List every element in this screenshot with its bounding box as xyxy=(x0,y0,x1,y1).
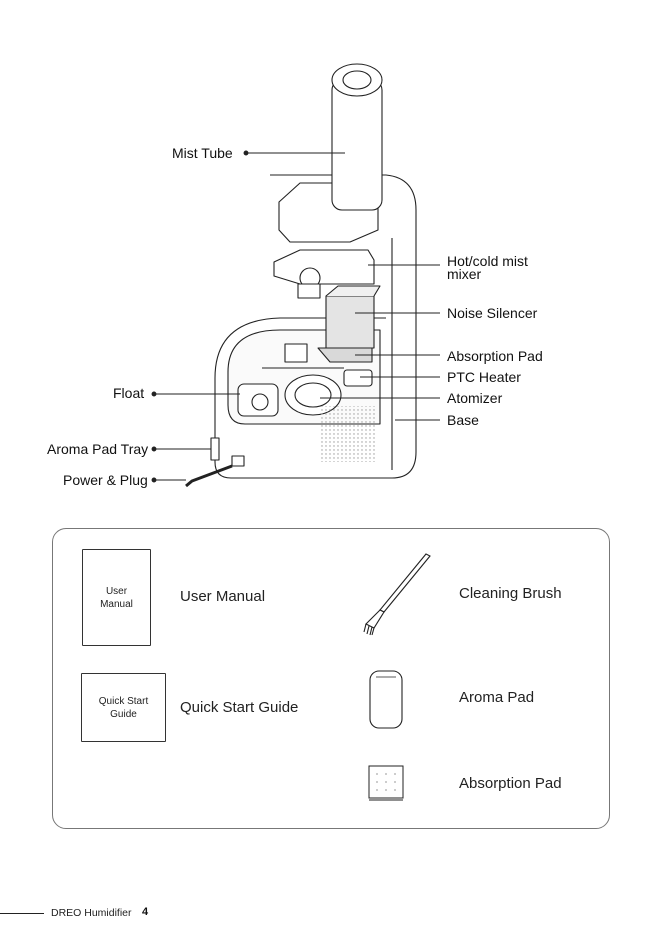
callout-ptc-heater: PTC Heater xyxy=(447,370,521,384)
footer-brand: DREO Humidifier xyxy=(51,907,132,919)
callout-mist-tube: Mist Tube xyxy=(172,146,233,160)
quick-start-label: Quick Start Guide xyxy=(180,700,298,716)
absorption-pad-label: Absorption Pad xyxy=(459,776,562,792)
callout-noise-silencer: Noise Silencer xyxy=(447,306,537,320)
cleaning-brush-icon xyxy=(360,548,440,638)
mixer-shape xyxy=(274,250,374,284)
quick-start-card: Quick Start Guide xyxy=(81,673,166,742)
callout-absorption-pad: Absorption Pad xyxy=(447,349,543,363)
footer-rule xyxy=(0,913,44,914)
aroma-pad-label: Aroma Pad xyxy=(459,690,534,706)
speaker-grille xyxy=(320,406,376,462)
mist-tube-shape xyxy=(332,80,382,210)
user-manual-card: User Manual xyxy=(82,549,151,646)
cleaning-brush-label: Cleaning Brush xyxy=(459,586,562,602)
callout-atomizer: Atomizer xyxy=(447,391,502,405)
aroma-pad-icon xyxy=(368,669,404,731)
page-number: 4 xyxy=(142,906,148,919)
callout-aroma-pad-tray: Aroma Pad Tray xyxy=(47,442,148,456)
callout-mist-mixer: Hot/cold mist mixer xyxy=(447,255,528,281)
user-manual-label: User Manual xyxy=(180,589,265,605)
callout-float: Float xyxy=(113,386,144,400)
callout-power-plug: Power & Plug xyxy=(63,473,148,487)
noise-silencer-shape xyxy=(326,296,374,348)
humidifier-exploded-diagram xyxy=(0,0,664,510)
callout-base: Base xyxy=(447,413,479,427)
absorption-pad-icon xyxy=(367,764,405,804)
